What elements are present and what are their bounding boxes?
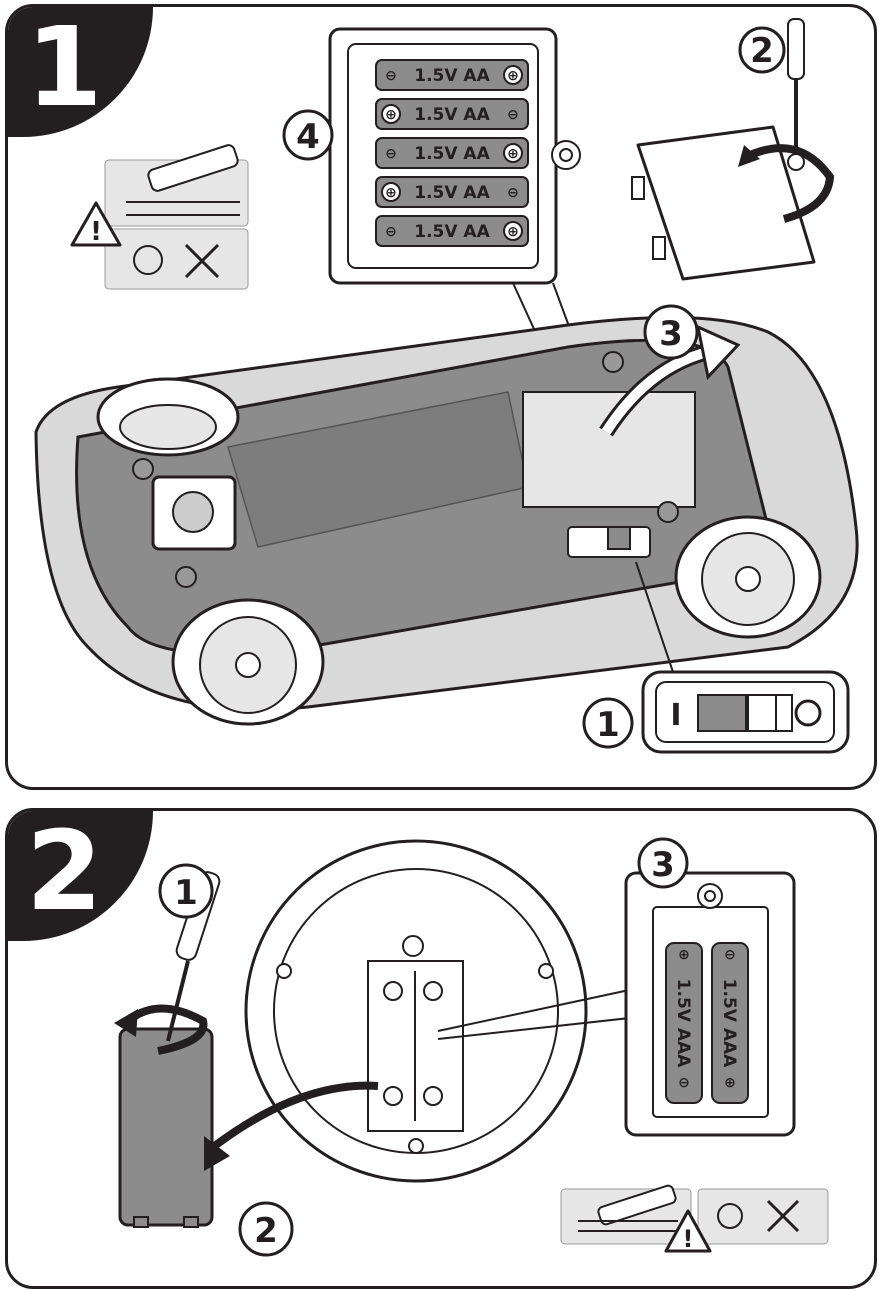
aa-battery-2: ⊕ ⊖ 1.5V AA bbox=[376, 99, 528, 129]
aa-battery-5: ⊕ ⊖ 1.5V AA bbox=[376, 216, 528, 246]
callout-3-label: 3 bbox=[651, 845, 675, 885]
battery-minus-symbol: ⊖ bbox=[507, 107, 519, 123]
aaa-battery-label: 1.5V AAA bbox=[719, 979, 739, 1069]
aa-battery-box: ⊕ ⊖ 1.5V AA ⊕ ⊖ 1.5V AA ⊕ ⊖ 1.5V AA ⊕ ⊖ 1.5V AA ⊕ ⊖ 1.… bbox=[330, 29, 580, 283]
panel-1-illustration: ! ⊕ ⊖ 1.5V AA ⊕ ⊖ 1.5V AA ⊕ ⊖ 1.5V AA ⊕ ⊖ 1.5V AA ⊕ ⊖… bbox=[8, 7, 874, 787]
callout-2-label: 2 bbox=[254, 1211, 278, 1251]
switch-on-symbol: I bbox=[670, 698, 681, 733]
aa-battery-label: 1.5V AA bbox=[414, 183, 490, 203]
battery-plus-symbol: ⊕ bbox=[507, 146, 519, 162]
aa-battery-4: ⊕ ⊖ 1.5V AA bbox=[376, 177, 528, 207]
aa-battery-1: ⊕ ⊖ 1.5V AA bbox=[376, 60, 528, 90]
warning-symbol: ! bbox=[90, 217, 102, 247]
remote-battery-cover bbox=[120, 1029, 212, 1225]
battery-minus-symbol: ⊖ bbox=[678, 1075, 690, 1091]
battery-insertion-warning: ! bbox=[561, 1184, 828, 1253]
panel-2: 2 1 bbox=[5, 808, 877, 1289]
callout-2-label: 2 bbox=[750, 31, 774, 71]
callout-1-label: 1 bbox=[174, 873, 198, 913]
aa-battery-label: 1.5V AA bbox=[414, 66, 490, 86]
aaa-battery-1: ⊕ ⊖ 1.5V AAA bbox=[666, 943, 702, 1103]
aa-battery-label: 1.5V AA bbox=[414, 105, 490, 125]
battery-minus-symbol: ⊖ bbox=[385, 146, 397, 162]
battery-minus-symbol: ⊖ bbox=[385, 224, 397, 240]
wheel-front-right bbox=[676, 517, 820, 637]
wheel-front-left bbox=[173, 600, 323, 724]
battery-plus-symbol: ⊕ bbox=[724, 1075, 736, 1091]
aaa-battery-box: ⊕ ⊖ 1.5V AAA ⊕ ⊖ 1.5V AAA bbox=[626, 873, 794, 1135]
callout-3-label: 3 bbox=[659, 314, 683, 354]
panel-1: 1 ! ⊕ ⊖ 1.5V AA ⊕ ⊖ 1.5V AA ⊕ ⊖ 1.5V AA ⊕ ⊖ 1.5V AA… bbox=[5, 4, 877, 790]
aa-battery-label: 1.5V AA bbox=[414, 222, 490, 242]
battery-minus-symbol: ⊖ bbox=[507, 185, 519, 201]
battery-minus-symbol: ⊖ bbox=[385, 68, 397, 84]
callout-1-label: 1 bbox=[596, 705, 620, 745]
aa-battery-label: 1.5V AA bbox=[414, 144, 490, 164]
battery-plus-symbol: ⊕ bbox=[385, 185, 397, 201]
aa-battery-3: ⊕ ⊖ 1.5V AA bbox=[376, 138, 528, 168]
callout-4-label: 4 bbox=[296, 117, 320, 157]
wheel-rear-left bbox=[98, 379, 238, 455]
warning-symbol: ! bbox=[683, 1225, 694, 1253]
screwdriver-icon bbox=[788, 19, 804, 152]
switch-slider bbox=[698, 695, 746, 731]
panel-2-illustration: 1 2 ⊕ ⊖ 1.5V AAA ⊕ ⊖ 1.5V AAA 3 ! bbox=[8, 811, 874, 1286]
battery-plus-symbol: ⊕ bbox=[385, 107, 397, 123]
battery-minus-symbol: ⊖ bbox=[724, 947, 736, 963]
aaa-battery-label: 1.5V AAA bbox=[673, 979, 693, 1069]
battery-plus-symbol: ⊕ bbox=[678, 947, 690, 963]
battery-insertion-warning: ! bbox=[72, 144, 248, 289]
battery-plus-symbol: ⊕ bbox=[507, 224, 519, 240]
car-underside bbox=[36, 317, 857, 724]
aaa-battery-2: ⊕ ⊖ 1.5V AAA bbox=[712, 943, 748, 1103]
battery-plus-symbol: ⊕ bbox=[507, 68, 519, 84]
